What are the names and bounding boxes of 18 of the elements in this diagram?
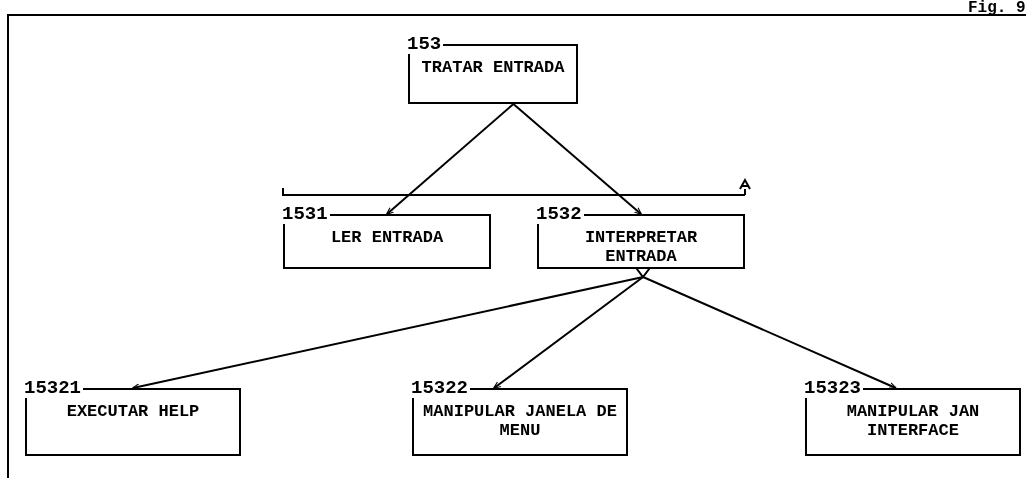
box-label: MANIPULAR JAN INTERFACE bbox=[845, 402, 981, 440]
reference-number: 1531 bbox=[282, 204, 330, 224]
box-label: TRATAR ENTRADA bbox=[420, 58, 566, 77]
arrow bbox=[512, 103, 643, 215]
reference-number: 15322 bbox=[411, 378, 470, 398]
reference-number: 1532 bbox=[536, 204, 584, 224]
reference-number: 153 bbox=[407, 34, 444, 54]
reference-number: 15321 bbox=[24, 378, 83, 398]
box-label: INTERPRETAR ENTRADA bbox=[583, 228, 699, 266]
arrow bbox=[492, 276, 645, 389]
box-label: MANIPULAR JANELA DE MENU bbox=[422, 402, 618, 440]
arrow bbox=[131, 276, 645, 390]
box-label: LER ENTRADA bbox=[329, 228, 445, 247]
arrow bbox=[385, 103, 515, 215]
reference-number: 15323 bbox=[804, 378, 863, 398]
arrow bbox=[642, 276, 897, 389]
figure-label: Fig. 9 bbox=[968, 0, 1026, 16]
box-label: EXECUTAR HELP bbox=[65, 402, 201, 421]
